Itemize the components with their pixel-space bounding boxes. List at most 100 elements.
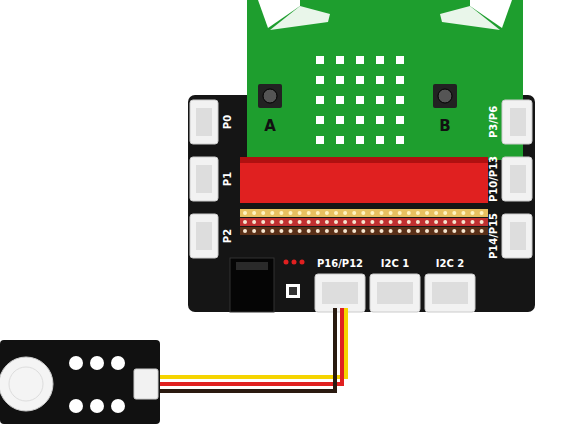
pin [434,220,438,224]
led [316,116,324,124]
pin [298,229,302,233]
pin [252,220,256,224]
pin [252,229,256,233]
pin [443,211,447,215]
pin-header [240,209,488,235]
pin [480,220,484,224]
edge-stripe [270,6,330,30]
pin [316,220,320,224]
pin [289,211,293,215]
led [336,56,344,64]
pin [380,211,384,215]
port-connector [502,214,532,258]
pin [334,211,338,215]
wire-black [150,308,335,391]
pin [270,229,274,233]
port-connector [322,282,358,304]
pin [416,220,420,224]
pin [452,229,456,233]
led [336,136,344,144]
led [376,116,384,124]
pin [425,220,429,224]
port-connector [510,165,526,193]
pin [380,220,384,224]
pin [398,229,402,233]
port-connector [510,222,526,250]
pin [407,211,411,215]
led [356,56,364,64]
port-connector [196,165,212,193]
pin [307,211,311,215]
pin [416,211,420,215]
pin [325,220,329,224]
pin [389,211,393,215]
button-label: A [264,119,276,134]
port-connector [425,274,475,312]
power-jack [236,262,268,270]
pin [279,211,283,215]
pin [416,229,420,233]
button-a [258,84,282,108]
edge-slot [240,157,488,163]
edge-stripe [440,6,500,30]
led [356,116,364,124]
pin [461,211,465,215]
port-label: P0 [223,115,233,129]
pin [343,211,347,215]
pin [334,220,338,224]
led [396,136,404,144]
led [376,76,384,84]
pin [425,211,429,215]
port-connector [190,157,218,201]
pin [334,229,338,233]
port-connector [196,222,212,250]
led [316,56,324,64]
pin [316,211,320,215]
mount-hole [90,356,104,370]
pin [279,229,283,233]
led [396,96,404,104]
pin [361,220,365,224]
mount-hole [111,356,125,370]
port-label: P3/P6 [489,106,499,138]
button-b [433,84,457,108]
pin [480,229,484,233]
port-connector [502,100,532,144]
pin [452,211,456,215]
pin [361,229,365,233]
mount-hole [90,399,104,413]
led [396,76,404,84]
port-connector [377,282,413,304]
pin [261,220,265,224]
led [356,136,364,144]
port-label: I2C 2 [436,259,464,269]
led [336,116,344,124]
led [316,76,324,84]
pin [270,211,274,215]
pin [480,211,484,215]
port-connector [370,274,420,312]
port-label: P14/P15 [489,213,499,259]
microbit-board [247,0,523,160]
pin [243,229,247,233]
port-connector [315,274,365,312]
wire-yellow [150,308,346,377]
port-connector [502,100,532,258]
pir-dome [9,367,43,401]
pin [407,220,411,224]
led [356,76,364,84]
port-connector [190,100,218,258]
led [336,96,344,104]
pin [289,220,293,224]
pin [461,220,465,224]
led [316,136,324,144]
expansion-board [188,95,535,312]
pin-dot [284,260,289,265]
pin [261,229,265,233]
power-jack [230,258,274,312]
pin [343,220,347,224]
led [316,96,324,104]
pin-dot [300,260,305,265]
edge-slot [240,157,488,203]
